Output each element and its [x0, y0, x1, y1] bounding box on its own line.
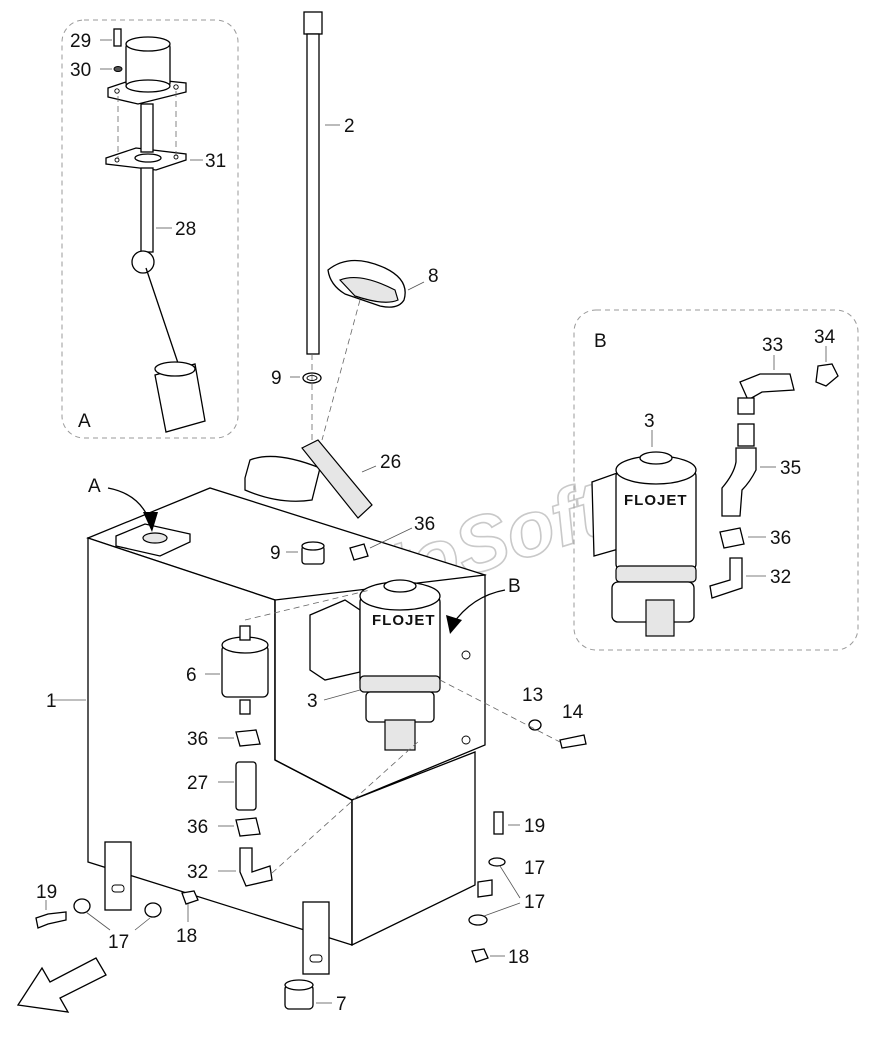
callout-27: 27 [187, 773, 208, 794]
washer-17-right-lower [468, 914, 488, 926]
detail-a-frame [61, 19, 239, 439]
callout-3-detail: 3 [644, 411, 655, 432]
clamp-36-detail [719, 527, 745, 549]
callout-17-right: 17 [524, 858, 545, 879]
pump-b-brand-text: FLOJET [624, 492, 688, 509]
callout-7: 7 [336, 994, 347, 1015]
mount-foot-right [477, 879, 493, 898]
callout-31: 31 [205, 151, 226, 172]
clamp-36-lower [235, 817, 261, 837]
detail-a-box-label: A [78, 411, 91, 432]
filter-6 [205, 625, 269, 715]
callout-36-middle: 36 [187, 729, 208, 750]
callout-36-lower: 36 [187, 817, 208, 838]
callout-1: 1 [46, 691, 57, 712]
callout-8: 8 [428, 266, 439, 287]
callout-34: 34 [814, 327, 836, 348]
dipstick-rod [306, 33, 320, 355]
bolt-14 [559, 734, 587, 749]
callout-18-right: 18 [508, 947, 529, 968]
callout-14: 14 [562, 702, 584, 723]
callout-36-detail: 36 [770, 528, 791, 549]
callout-19-right: 19 [524, 816, 545, 837]
dipstick-2 [303, 11, 340, 355]
callout-labels: 29 30 31 28 A 2 8 9 26 36 9 A B 6 1 3 36… [36, 31, 836, 1015]
bolt-19-right [493, 811, 504, 835]
callout-19-left: 19 [36, 882, 57, 903]
detail-a-group [61, 19, 239, 439]
tube-28-lower [140, 167, 154, 253]
hose-35-end [737, 423, 755, 447]
callout-32-detail: 32 [770, 567, 791, 588]
callout-13: 13 [522, 685, 543, 706]
mount-foot-front [302, 901, 330, 975]
callout-33: 33 [762, 335, 783, 356]
arrow-a-label: A [88, 476, 101, 497]
clamp-36-middle [235, 729, 261, 747]
callout-2: 2 [344, 116, 355, 137]
screw-29 [113, 28, 122, 47]
callout-18-left: 18 [176, 926, 197, 947]
pump-3-installed: FLOJET [309, 579, 441, 751]
mount-foot-left [104, 841, 132, 911]
callout-9-plug: 9 [270, 543, 281, 564]
nut-18-left [181, 890, 199, 905]
arrow-b-label: B [508, 576, 521, 597]
pump-bracket [309, 599, 361, 681]
washer-13 [528, 719, 542, 731]
elbow-32 [239, 847, 273, 887]
orientation-arrow [16, 957, 107, 1013]
callout-6: 6 [186, 665, 197, 686]
callout-36-top: 36 [414, 514, 435, 535]
filler-cap-8 [321, 259, 425, 441]
callout-17-right-dup: 17 [524, 892, 545, 913]
callout-28: 28 [175, 219, 196, 240]
callout-35: 35 [780, 458, 801, 479]
detail-b-frame [573, 309, 859, 651]
dipstick-head [303, 11, 323, 35]
washer-17-left-a [73, 898, 91, 914]
callout-30: 30 [70, 60, 91, 81]
pump-b-body [615, 469, 697, 571]
clamp-36-top [349, 543, 369, 561]
callout-29: 29 [70, 31, 91, 52]
washer-30 [113, 66, 123, 72]
callout-17-left: 17 [108, 932, 129, 953]
callout-9-upper: 9 [271, 368, 282, 389]
nut-18-right [471, 948, 489, 963]
float-arm [145, 267, 182, 373]
elbow-32-detail [709, 557, 743, 599]
detail-b-group: FLOJET [573, 309, 859, 651]
callout-3-installed: 3 [307, 691, 318, 712]
callout-32: 32 [187, 862, 208, 883]
hose-27 [235, 761, 257, 811]
tube-28-upper [140, 103, 154, 153]
filler-neck-26 [244, 455, 321, 502]
washer-17-right-upper [488, 857, 506, 867]
detail-b-box-label: B [594, 331, 607, 352]
breather-hose-26 [301, 439, 373, 519]
callout-26: 26 [380, 452, 401, 473]
washer-17-left-b [144, 902, 162, 918]
fitting-33 [739, 373, 795, 401]
pump-brand-text: FLOJET [372, 612, 436, 629]
bolt-19-left [35, 911, 67, 929]
nut-34 [815, 363, 839, 387]
hose-35 [721, 447, 757, 517]
float-pivot [131, 250, 155, 274]
